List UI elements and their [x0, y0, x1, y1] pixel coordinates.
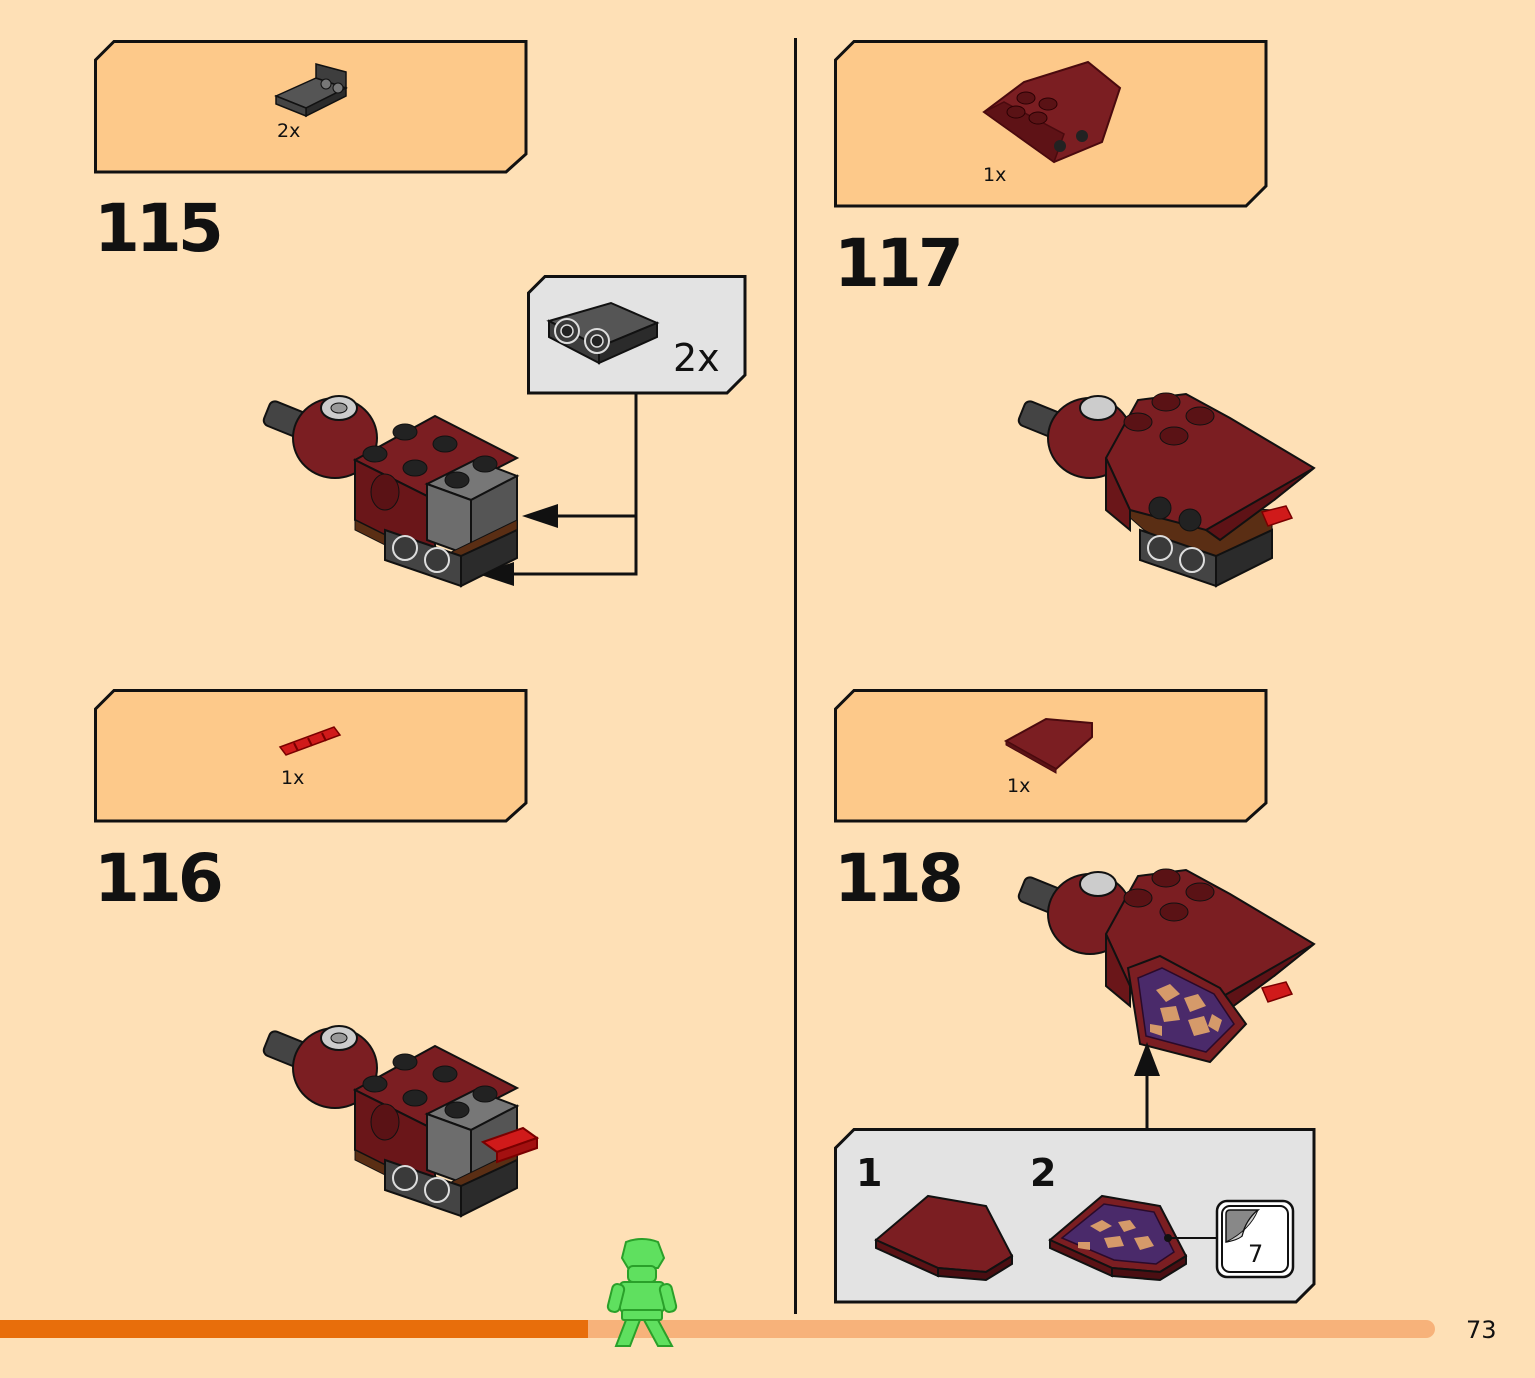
red-bar-holder-clip-icon — [278, 726, 342, 756]
step-number-116: 116 — [94, 840, 224, 917]
sub-step-number: 2 — [1030, 1151, 1056, 1195]
step-number-117: 117 — [834, 225, 964, 302]
dark-gray-bracket-plate-icon — [274, 63, 348, 118]
column-divider — [794, 38, 797, 1314]
assembly-model-step-115 — [262, 395, 520, 588]
part-quantity: 1x — [983, 164, 1007, 186]
callout-frame: 2x — [527, 275, 747, 395]
callout-arrow-up — [1134, 1042, 1160, 1132]
part-quantity: 2x — [277, 120, 301, 142]
red-bar-holder-clip-icon — [480, 1126, 540, 1164]
parts-box-frame — [834, 689, 1268, 823]
page-number: 73 — [1466, 1316, 1497, 1344]
assembly-model-step-116 — [262, 1025, 540, 1218]
parts-box-step-115: 2x — [94, 40, 528, 174]
arrow-head — [1134, 1042, 1160, 1076]
sticker-sheet-icon: 7 — [1215, 1199, 1295, 1279]
parts-box-frame — [94, 40, 528, 174]
callout-box-step-118: 1 2 7 — [834, 1128, 1316, 1304]
sub-step-number: 1 — [856, 1151, 882, 1195]
decorated-wedge-tile-icon — [1048, 1194, 1188, 1282]
assembly-model-step-118 — [1017, 868, 1316, 1064]
parts-box-step-116: 1x — [94, 689, 528, 823]
part-quantity: 1x — [1007, 775, 1031, 797]
dark-gray-bracket-plate-icon — [546, 301, 660, 365]
callout-arrows — [478, 394, 638, 586]
part-quantity: 1x — [281, 767, 305, 789]
callout-quantity: 2x — [673, 336, 720, 380]
minifigure-progress-marker-icon — [606, 1238, 678, 1347]
arrow-head — [478, 562, 514, 586]
step-number-118: 118 — [834, 840, 964, 917]
callout-box-step-115: 2x — [527, 275, 747, 395]
progress-bar-fill — [0, 1320, 588, 1338]
callout-frame: 1 2 7 — [834, 1128, 1316, 1304]
assembly-model-step-117 — [1017, 392, 1316, 588]
sticker-number: 7 — [1248, 1240, 1263, 1268]
parts-box-step-118: 1x — [834, 689, 1268, 823]
parts-box-step-117: 1x — [834, 40, 1268, 208]
parts-box-frame — [94, 689, 528, 823]
step-number-115: 115 — [94, 190, 224, 267]
progress-bar — [0, 1320, 1435, 1338]
dark-red-wedge-tile-icon — [1003, 717, 1093, 774]
arrow-head — [522, 504, 558, 528]
dark-red-wedge-tile-icon — [874, 1194, 1014, 1282]
decorated-wedge-tile-icon — [1126, 954, 1248, 1064]
dark-red-wedge-slope-icon — [982, 60, 1122, 164]
parts-box-frame — [834, 40, 1268, 208]
